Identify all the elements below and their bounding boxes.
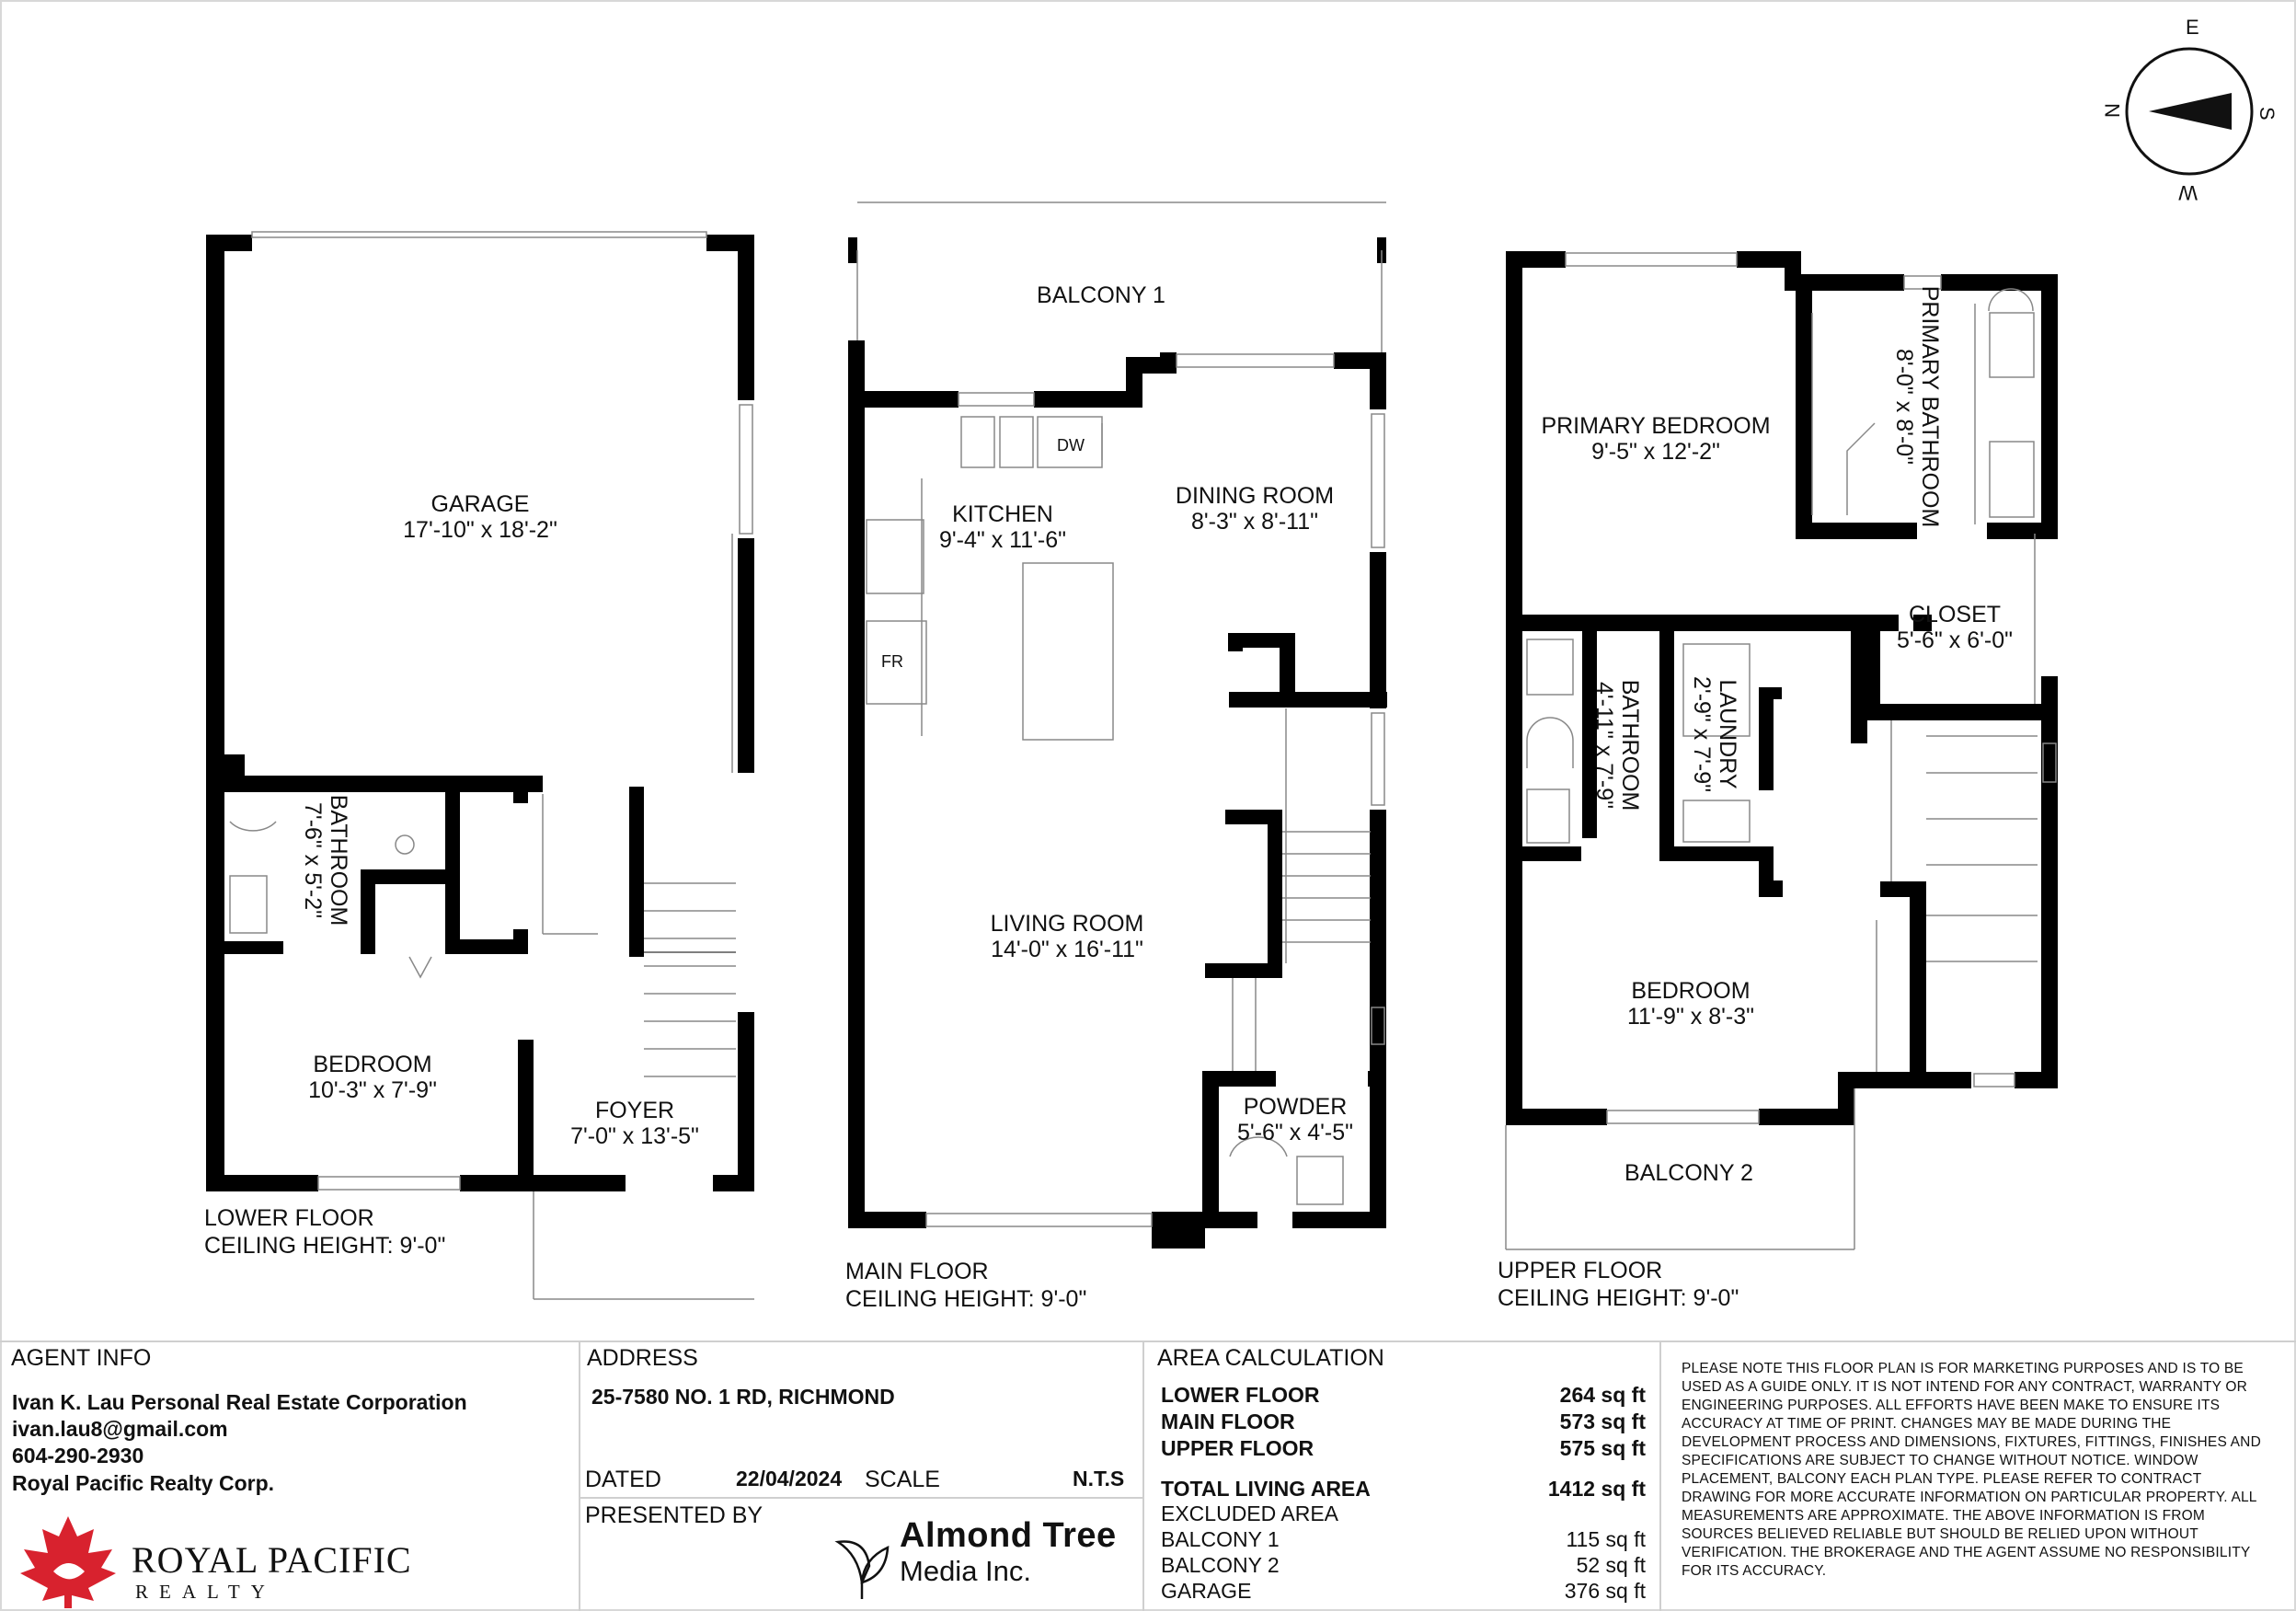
compass-n: N [2101, 103, 2124, 118]
room-lower-bathroom-name: BATHROOM [326, 795, 351, 926]
room-powder-name: POWDER [1244, 1094, 1348, 1120]
room-kitchen-dim: 9'-4" x 11'-6" [939, 527, 1066, 553]
scale-value: N.T.S [1073, 1467, 1125, 1490]
room-laundry-dim: 2'-9" x 7'-9" [1689, 676, 1715, 792]
room-garage-name: GARAGE [431, 491, 530, 517]
room-foyer-dim: 7'-0" x 13'-5" [570, 1123, 699, 1149]
footer-dividers [0, 1341, 2296, 1611]
maple-leaf-icon [20, 1516, 116, 1608]
main-floor-title: MAIN FLOOR [845, 1259, 989, 1284]
main-floor-lines [856, 201, 1386, 1227]
upper-floor-lines [1505, 252, 2057, 1250]
agent-email[interactable]: ivan.lau8@gmail.com [12, 1417, 228, 1441]
dated-value: 22/04/2024 [736, 1467, 843, 1490]
disclaimer-text: PLEASE NOTE THIS FLOOR PLAN IS FOR MARKE… [1682, 1361, 2261, 1579]
dated-label: DATED [585, 1467, 661, 1492]
room-dining-dim: 8'-3" x 8'-11" [1191, 509, 1318, 535]
address-heading: ADDRESS [587, 1345, 698, 1371]
room-kitchen-name: KITCHEN [952, 501, 1053, 527]
room-balcony2-name: BALCONY 2 [1624, 1160, 1753, 1186]
agent-name: Ivan K. Lau Personal Real Estate Corpora… [12, 1390, 467, 1414]
room-primary-bathroom-dim: 8'-0" x 8'-0" [1891, 349, 1917, 465]
room-balcony1-name: BALCONY 1 [1037, 282, 1165, 308]
area-total-label: TOTAL LIVING AREA [1161, 1477, 1371, 1501]
scale-label: SCALE [865, 1467, 940, 1492]
compass-e: E [2186, 16, 2199, 39]
room-upper-bathroom-dim: 4'-11" x 7'-9" [1591, 682, 1617, 809]
almond-tree-icon [834, 1540, 890, 1599]
main-floor-labels: BALCONY 1 KITCHEN 9'-4" x 11'-6" DINING … [845, 282, 1353, 1312]
agent-info-heading: AGENT INFO [11, 1345, 152, 1371]
area-total-value: 1412 sq ft [1547, 1477, 1646, 1501]
room-dining-name: DINING ROOM [1176, 483, 1334, 509]
logo-royal-pacific: ROYAL PACIFIC [132, 1539, 412, 1581]
lower-floor-labels: GARAGE 17'-10" x 18'-2" BATHROOM 7'-6" x… [204, 491, 699, 1259]
agent-phone[interactable]: 604-290-2930 [12, 1444, 144, 1467]
area-excluded-label: EXCLUDED AREA [1161, 1502, 1339, 1525]
presented-by-label: PRESENTED BY [585, 1502, 763, 1528]
agent-company: Royal Pacific Realty Corp. [12, 1471, 275, 1495]
room-primary-bedroom-dim: 9'-5" x 12'-2" [1591, 439, 1720, 465]
presenter-name: Almond Tree [900, 1516, 1117, 1555]
appliance-fr: FR [881, 652, 903, 671]
area-main-value: 573 sq ft [1559, 1410, 1646, 1433]
area-heading: AREA CALCULATION [1157, 1345, 1384, 1371]
room-lower-bedroom-dim: 10'-3" x 7'-9" [308, 1077, 437, 1103]
lower-floor-lines [229, 231, 754, 1300]
room-upper-bathroom-name: BATHROOM [1617, 680, 1643, 811]
lower-floor-ceiling: CEILING HEIGHT: 9'-0" [204, 1233, 445, 1259]
lower-floor-plan [206, 235, 754, 1191]
room-garage-dim: 17'-10" x 18'-2" [403, 517, 557, 543]
upper-floor-plan [1506, 251, 2058, 1125]
logo-realty: REALTY [135, 1581, 276, 1603]
room-closet-dim: 5'-6" x 6'-0" [1897, 627, 2013, 653]
area-balcony2-value: 52 sq ft [1576, 1553, 1646, 1577]
area-lower-value: 264 sq ft [1559, 1383, 1646, 1407]
room-living-dim: 14'-0" x 16'-11" [991, 937, 1143, 962]
main-floor-ceiling: CEILING HEIGHT: 9'-0" [845, 1286, 1086, 1312]
room-living-name: LIVING ROOM [991, 911, 1144, 937]
upper-floor-title: UPPER FLOOR [1498, 1258, 1662, 1283]
room-upper-bedroom-name: BEDROOM [1631, 978, 1750, 1004]
area-lower-label: LOWER FLOOR [1161, 1383, 1320, 1407]
address-value: 25-7580 NO. 1 RD, RICHMOND [591, 1385, 895, 1409]
room-closet-name: CLOSET [1909, 602, 2001, 627]
room-powder-dim: 5'-6" x 4'-5" [1237, 1120, 1353, 1145]
area-balcony1-value: 115 sq ft [1566, 1527, 1646, 1551]
compass: E S W N [2101, 16, 2279, 204]
area-main-label: MAIN FLOOR [1161, 1410, 1295, 1433]
area-garage-label: GARAGE [1161, 1579, 1252, 1603]
room-primary-bathroom-name: PRIMARY BATHROOM [1917, 286, 1943, 528]
main-floor-plan [848, 237, 1387, 1249]
area-upper-label: UPPER FLOOR [1161, 1436, 1314, 1460]
area-balcony1-label: BALCONY 1 [1161, 1527, 1280, 1551]
appliance-dw: DW [1057, 436, 1085, 455]
compass-w: W [2178, 181, 2198, 204]
area-garage-value: 376 sq ft [1564, 1579, 1646, 1603]
room-foyer-name: FOYER [595, 1098, 674, 1123]
room-lower-bedroom-name: BEDROOM [313, 1052, 431, 1077]
room-laundry-name: LAUNDRY [1715, 679, 1740, 788]
upper-floor-labels: PRIMARY BEDROOM 9'-5" x 12'-2" PRIMARY B… [1498, 286, 2013, 1311]
area-balcony2-label: BALCONY 2 [1161, 1553, 1280, 1577]
area-upper-value: 575 sq ft [1559, 1436, 1646, 1460]
room-primary-bedroom-name: PRIMARY BEDROOM [1541, 413, 1770, 439]
room-lower-bathroom-dim: 7'-6" x 5'-2" [300, 802, 326, 918]
presenter-sub: Media Inc. [900, 1555, 1032, 1587]
room-upper-bedroom-dim: 11'-9" x 8'-3" [1627, 1004, 1754, 1030]
upper-floor-ceiling: CEILING HEIGHT: 9'-0" [1498, 1285, 1739, 1311]
lower-floor-title: LOWER FLOOR [204, 1205, 374, 1231]
compass-s: S [2256, 107, 2279, 121]
